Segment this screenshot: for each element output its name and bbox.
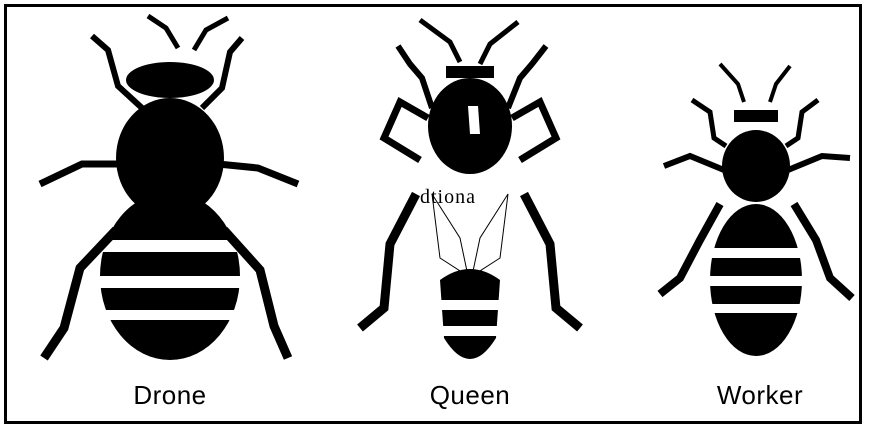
drone-label: Drone bbox=[100, 380, 240, 411]
watermark-text: dtiona bbox=[420, 186, 476, 209]
drone-bee-illustration bbox=[30, 8, 310, 368]
queen-label: Queen bbox=[400, 380, 540, 411]
worker-label: Worker bbox=[690, 380, 830, 411]
worker-bee-illustration bbox=[640, 8, 870, 368]
